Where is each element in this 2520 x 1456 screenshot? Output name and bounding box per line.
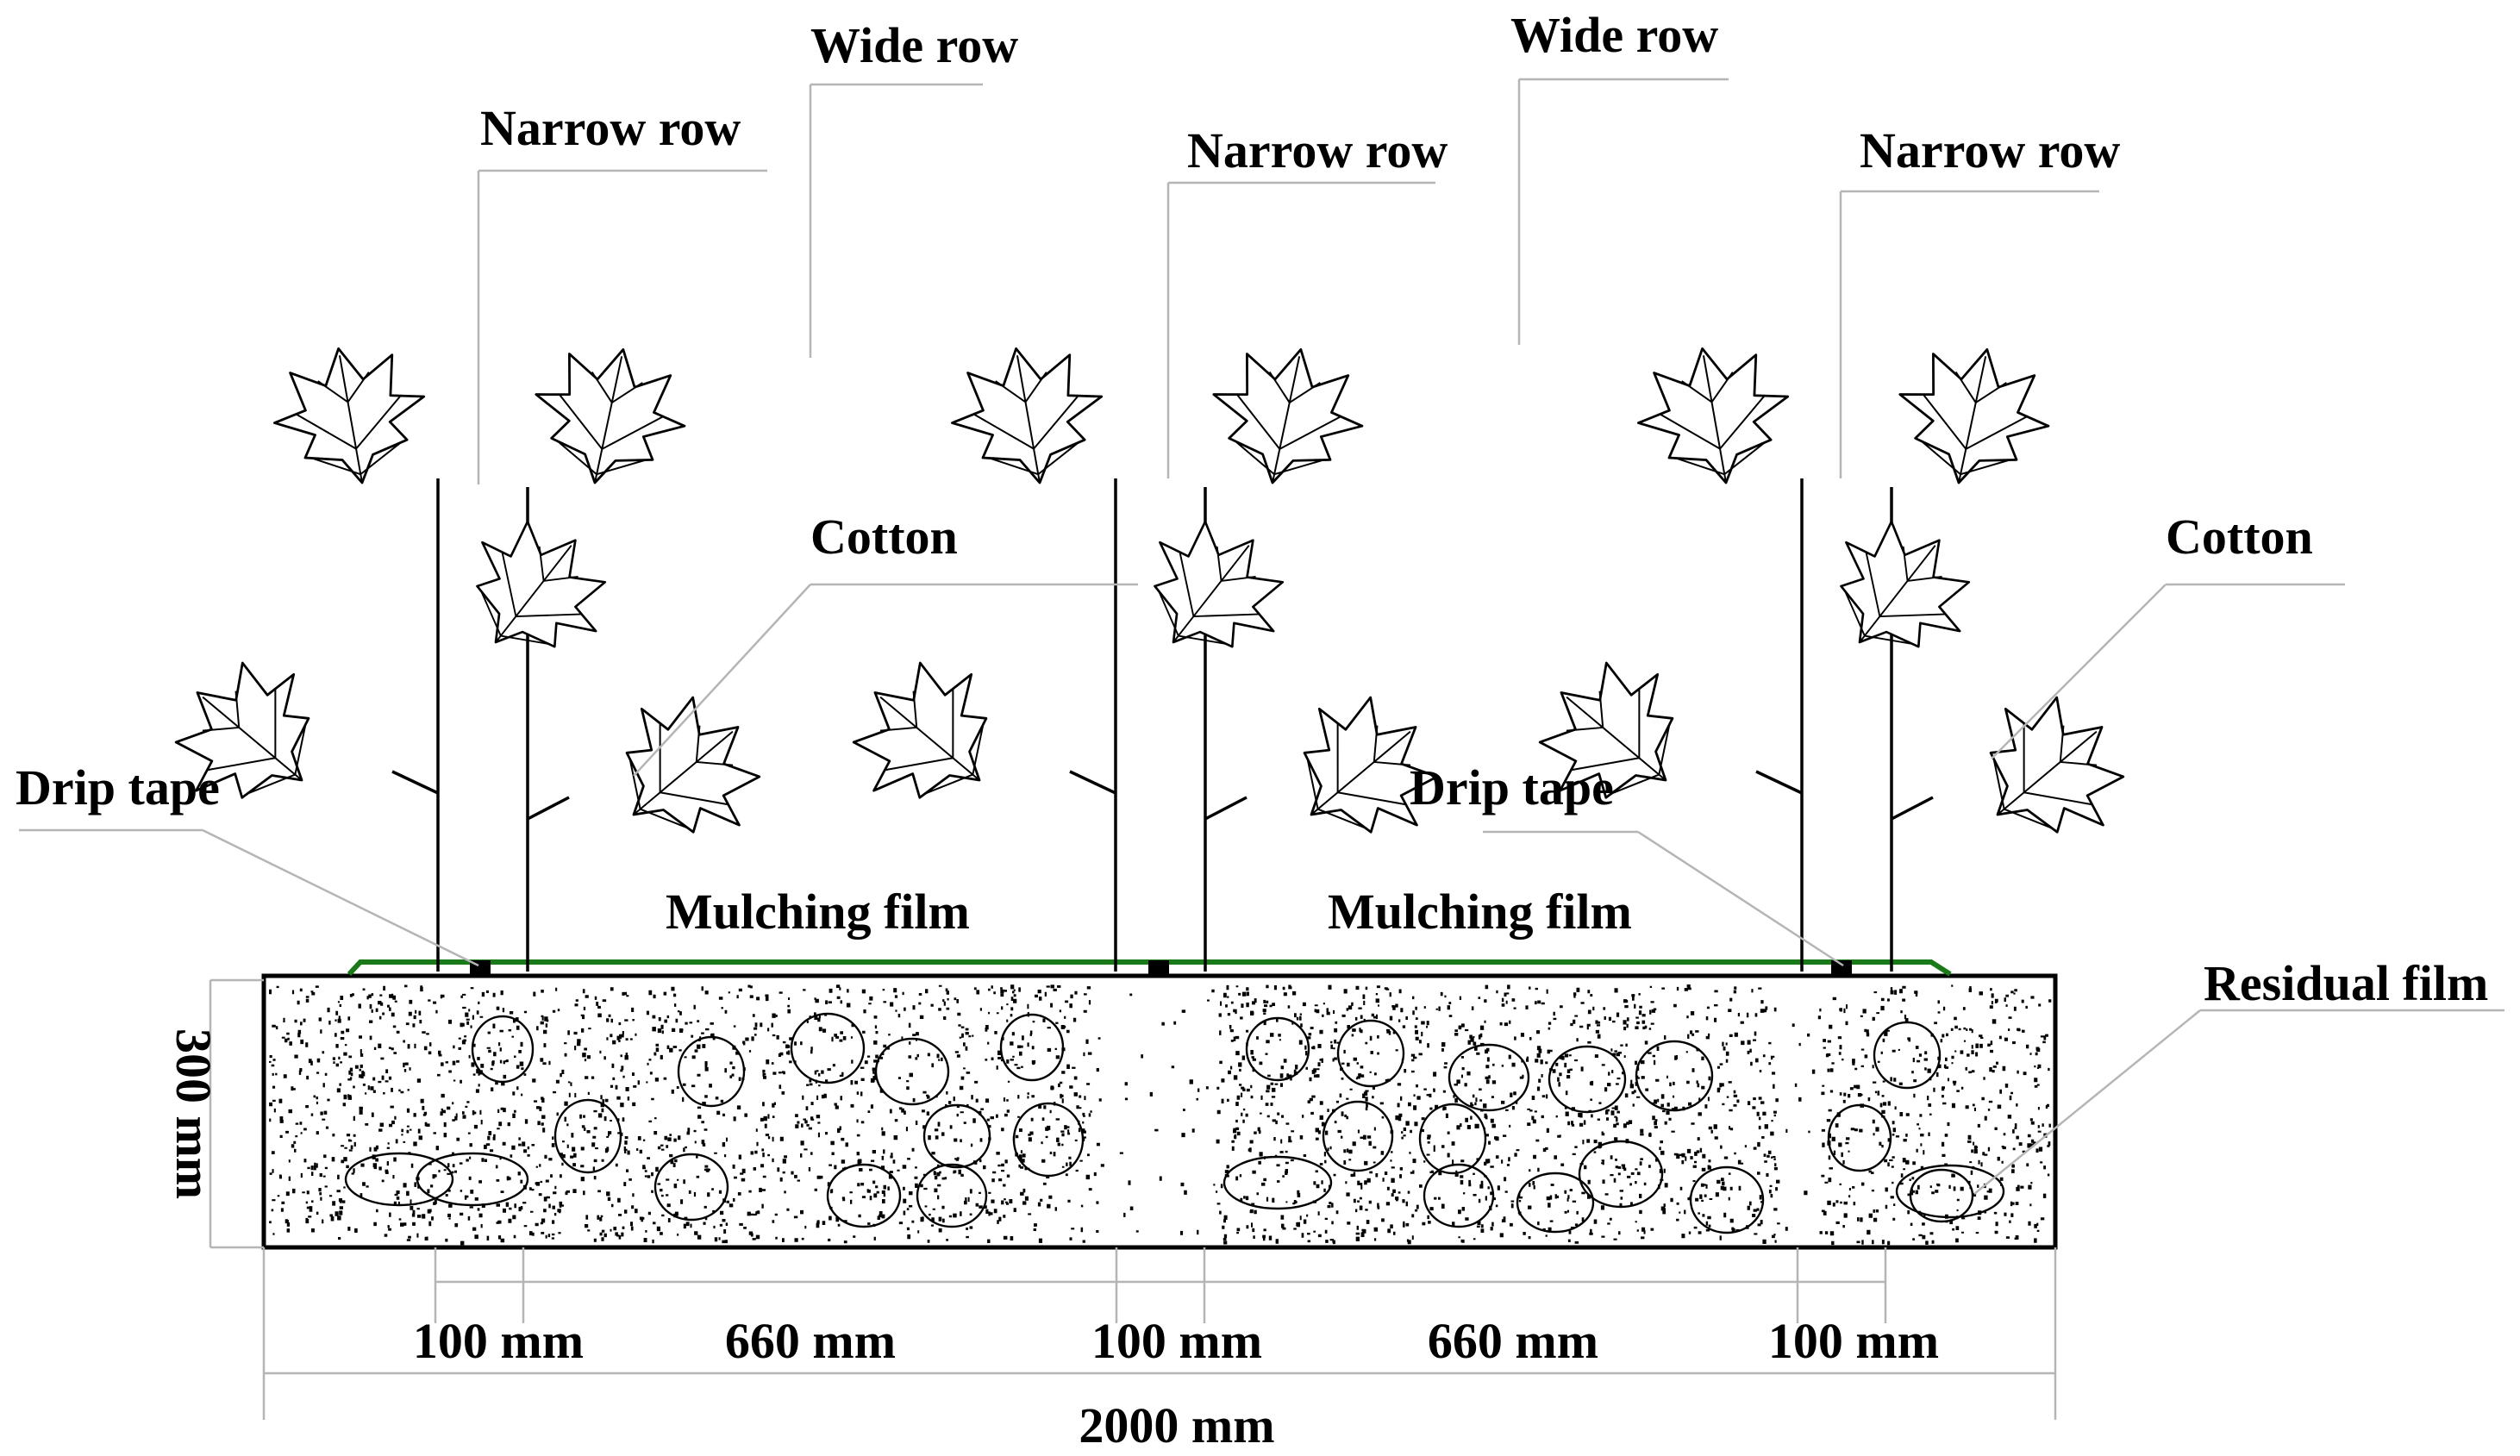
dimension-lines xyxy=(209,978,2057,1420)
total-width-label: 2000 mm xyxy=(1079,1397,1274,1453)
drip-tape-label-2: Drip tape xyxy=(1410,759,1614,815)
cotton-plant-1 xyxy=(147,332,789,972)
wide-dimension-label-2: 660 mm xyxy=(1428,1313,1598,1369)
wide-row-label-2: Wide row xyxy=(1510,7,1718,63)
narrow-row-label-1: Narrow row xyxy=(480,100,741,156)
residual-film-label: Residual film xyxy=(2204,955,2488,1011)
narrow-dimension-label-3: 100 mm xyxy=(1768,1313,1939,1369)
drip-tape-2 xyxy=(1148,960,1169,976)
narrow-dimension-label-1: 100 mm xyxy=(413,1313,584,1369)
narrow-dimension-label-2: 100 mm xyxy=(1091,1313,1262,1369)
drip-tape-label-1: Drip tape xyxy=(16,759,220,815)
wide-row-label-1: Wide row xyxy=(810,17,1018,73)
drip-tape-3 xyxy=(1831,960,1852,976)
mulching-film-label-2: Mulching film xyxy=(1328,884,1632,940)
wide-dimension-label-1: 660 mm xyxy=(725,1313,896,1369)
mulching-film xyxy=(347,959,1952,977)
depth-dimension-label: 300 mm xyxy=(166,1028,222,1199)
leader-lines xyxy=(19,78,2504,1195)
narrow-row-label-3: Narrow row xyxy=(1860,122,2120,178)
cotton-label-2: Cotton xyxy=(2166,509,2313,565)
residual-film-fragments xyxy=(344,1012,2005,1234)
cotton-plant-2 xyxy=(824,332,1466,972)
narrow-row-label-2: Narrow row xyxy=(1187,122,1448,178)
mulching-film-label-1: Mulching film xyxy=(666,884,970,940)
cotton-plant-3 xyxy=(1510,332,2153,972)
cotton-plants xyxy=(147,332,2153,972)
cotton-label-1: Cotton xyxy=(810,509,958,565)
soil-block xyxy=(261,973,2058,1250)
